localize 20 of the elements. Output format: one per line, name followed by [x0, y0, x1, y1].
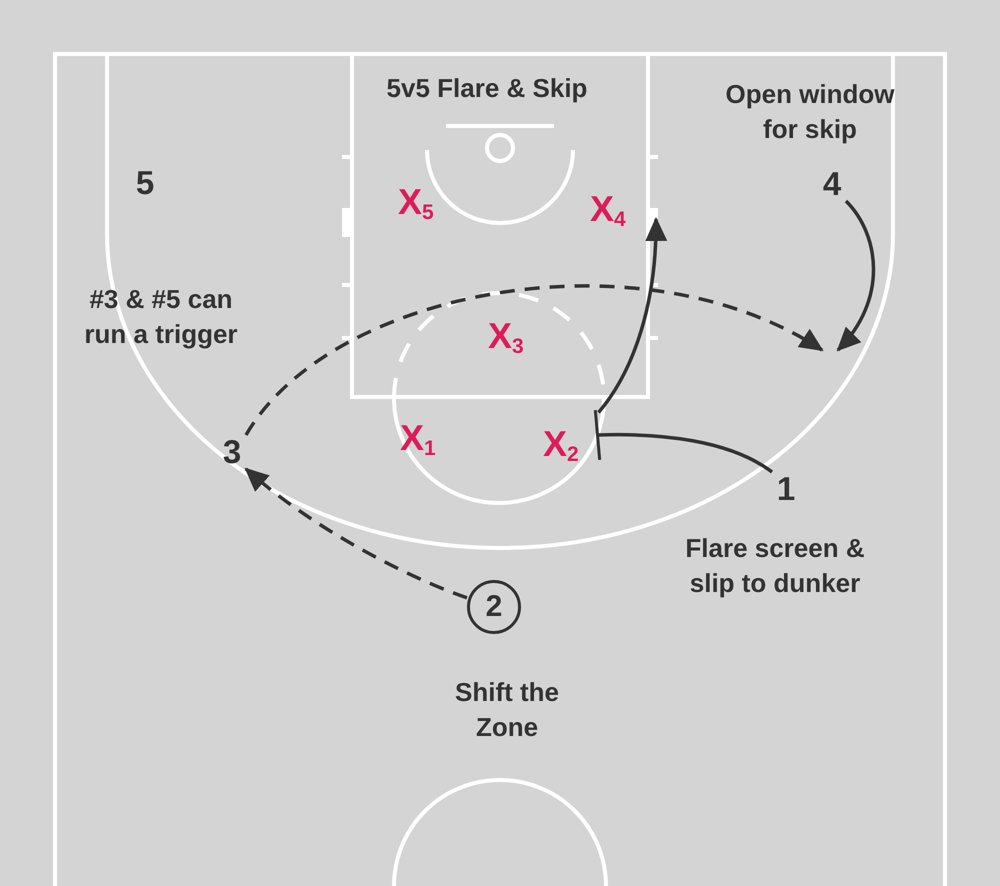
- player-number: 3: [218, 435, 246, 469]
- defender-label: X$_{4}$: [590, 190, 626, 228]
- note-text: Shift the Zone: [454, 676, 560, 744]
- diagram-title: 5v5 Flare & Skip: [386, 72, 588, 105]
- defender-label: X$_{1}$: [400, 419, 436, 457]
- dashed-arrow: [244, 468, 468, 600]
- player-number: 5: [134, 166, 156, 200]
- curved-arrow: [836, 200, 876, 352]
- defender-label: X$_{3}$: [488, 317, 524, 355]
- note-text: Flare screen & slip to dunker: [684, 532, 866, 600]
- player-number: 4: [818, 167, 846, 201]
- note-text: Open window for skip: [724, 78, 896, 146]
- note-text: #3 & #5 can run a trigger: [83, 283, 239, 351]
- defender-label: X$_{5}$: [398, 183, 434, 221]
- dashed-arrow: [244, 284, 824, 436]
- screen-line: [598, 432, 773, 474]
- player-number: 1: [772, 472, 800, 506]
- defender-label: X$_{2}$: [543, 425, 579, 463]
- curved-arrow: [597, 217, 667, 414]
- circled-player-number: 2: [467, 580, 521, 634]
